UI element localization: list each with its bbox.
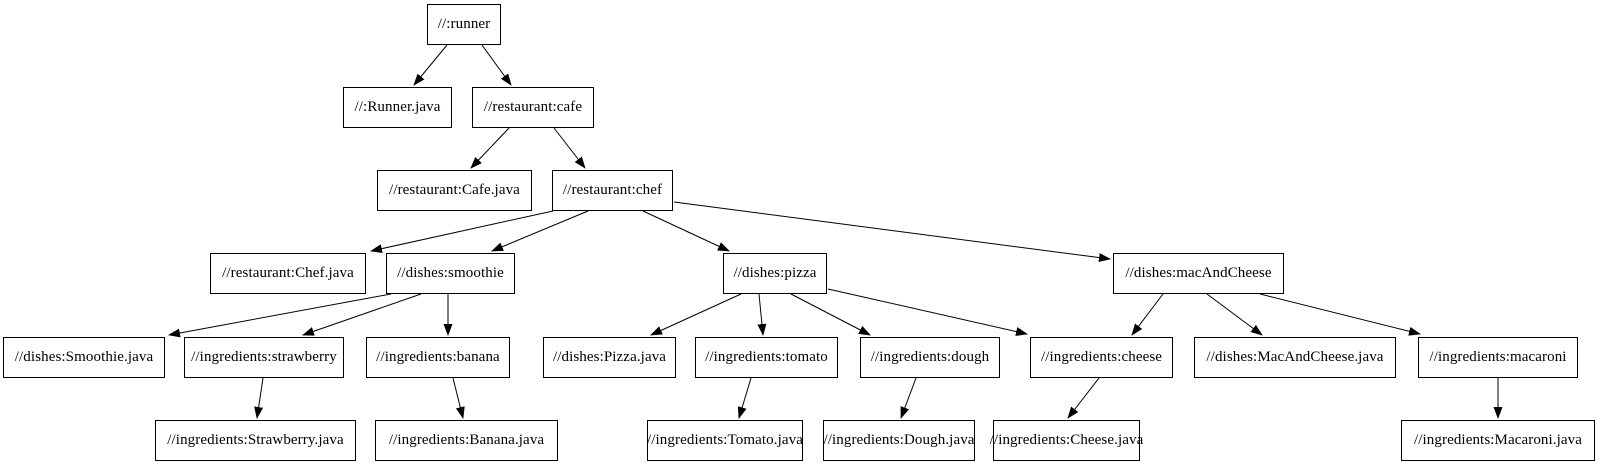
graph-node-mac-and-cheese: //dishes:macAndCheese [1113, 253, 1284, 294]
graph-node-label: //dishes:macAndCheese [1125, 265, 1272, 281]
graph-node-label: //restaurant:Cafe.java [389, 182, 520, 198]
graph-edge-chef-to-chef-java [370, 210, 554, 254]
graph-node-cheese-java: //ingredients:Cheese.java [990, 420, 1143, 461]
graph-edge-mac-and-cheese-to-mac-and-cheese-java [1206, 293, 1263, 336]
graph-node-mac-and-cheese-java: //dishes:MacAndCheese.java [1194, 337, 1396, 378]
graph-node-label: //dishes:Smoothie.java [14, 349, 154, 365]
graph-node-label: //ingredients:Tomato.java [647, 432, 803, 448]
graph-node-banana-java: //ingredients:Banana.java [375, 420, 558, 461]
graph-node-label: //ingredients:Banana.java [388, 432, 545, 448]
graph-node-label: //dishes:smoothie [397, 265, 504, 281]
graph-node-pizza-java: //dishes:Pizza.java [543, 337, 676, 378]
graph-edge-pizza-to-cheese [827, 288, 1028, 336]
graph-node-label: //ingredients:Macaroni.java [1413, 432, 1583, 448]
graph-node-smoothie-java: //dishes:Smoothie.java [3, 337, 165, 378]
graph-node-label: //ingredients:Cheese.java [989, 432, 1144, 448]
graph-node-cheese: //ingredients:cheese [1030, 337, 1173, 378]
graph-edge-tomato-to-tomato-java [737, 377, 752, 419]
graph-node-label: //dishes:Pizza.java [552, 349, 667, 365]
graph-node-tomato-java: //ingredients:Tomato.java [647, 420, 803, 461]
graph-node-label: //ingredients:banana [376, 349, 500, 365]
graph-node-label: //ingredients:Strawberry.java [167, 432, 344, 448]
graph-edge-smoothie-to-strawberry [302, 293, 422, 336]
graph-node-label: //ingredients:Dough.java [823, 432, 975, 448]
graph-node-runner: //:runner [427, 4, 501, 45]
graph-node-pizza: //dishes:pizza [723, 253, 827, 294]
graph-node-runner-java: //:Runner.java [343, 87, 452, 128]
graph-node-cafe: //restaurant:cafe [472, 87, 594, 128]
graph-node-label: //ingredients:strawberry [191, 349, 337, 365]
graph-node-strawberry: //ingredients:strawberry [184, 337, 344, 378]
graph-edge-chef-to-mac-and-cheese [673, 201, 1111, 263]
graph-node-chef: //restaurant:chef [552, 170, 673, 211]
graph-edge-mac-and-cheese-to-macaroni [1259, 293, 1421, 336]
graph-node-label: //restaurant:chef [562, 182, 663, 198]
graph-edge-runner-to-cafe [481, 44, 512, 86]
graph-edge-chef-to-smoothie [491, 210, 589, 252]
graph-edge-dough-to-dough-java [900, 377, 917, 419]
graph-node-dough: //ingredients:dough [860, 337, 1000, 378]
graph-edge-cafe-to-chef [553, 127, 586, 169]
graph-edge-mac-and-cheese-to-cheese [1131, 293, 1164, 336]
graph-node-strawberry-java: //ingredients:Strawberry.java [155, 420, 356, 461]
graph-node-banana: //ingredients:banana [366, 337, 510, 378]
graph-edge-cheese-to-cheese-java [1067, 377, 1100, 419]
graph-edge-strawberry-to-strawberry-java [254, 377, 264, 419]
graph-node-macaroni: //ingredients:macaroni [1418, 337, 1578, 378]
graph-edge-pizza-to-tomato [757, 293, 767, 336]
graph-node-label: //ingredients:tomato [705, 349, 828, 365]
graph-node-label: //dishes:MacAndCheese.java [1206, 349, 1384, 365]
graph-node-smoothie: //dishes:smoothie [386, 253, 515, 294]
graph-node-cafe-java: //restaurant:Cafe.java [377, 170, 532, 211]
graph-edge-banana-to-banana-java [452, 377, 465, 419]
graph-node-label: //:runner [437, 16, 491, 32]
graph-node-label: //dishes:pizza [733, 265, 817, 281]
graph-node-label: //restaurant:Chef.java [222, 265, 354, 281]
graph-node-macaroni-java: //ingredients:Macaroni.java [1401, 420, 1595, 461]
graph-node-label: //restaurant:cafe [483, 99, 583, 115]
graph-node-chef-java: //restaurant:Chef.java [210, 253, 366, 294]
graph-node-dough-java: //ingredients:Dough.java [823, 420, 975, 461]
graph-edge-chef-to-pizza [642, 210, 730, 252]
graph-node-label: //ingredients:macaroni [1429, 349, 1567, 365]
graph-edge-pizza-to-pizza-java [650, 293, 742, 336]
graph-edge-smoothie-to-smoothie-java [168, 293, 392, 338]
graph-edge-pizza-to-dough [790, 293, 871, 336]
graph-node-label: //ingredients:cheese [1040, 349, 1163, 365]
graph-node-label: //ingredients:dough [870, 349, 990, 365]
graph-node-label: //:Runner.java [354, 99, 441, 115]
graph-node-tomato: //ingredients:tomato [695, 337, 838, 378]
graph-edge-cafe-to-cafe-java [470, 127, 510, 169]
graph-edge-runner-to-runner-java [413, 44, 448, 86]
